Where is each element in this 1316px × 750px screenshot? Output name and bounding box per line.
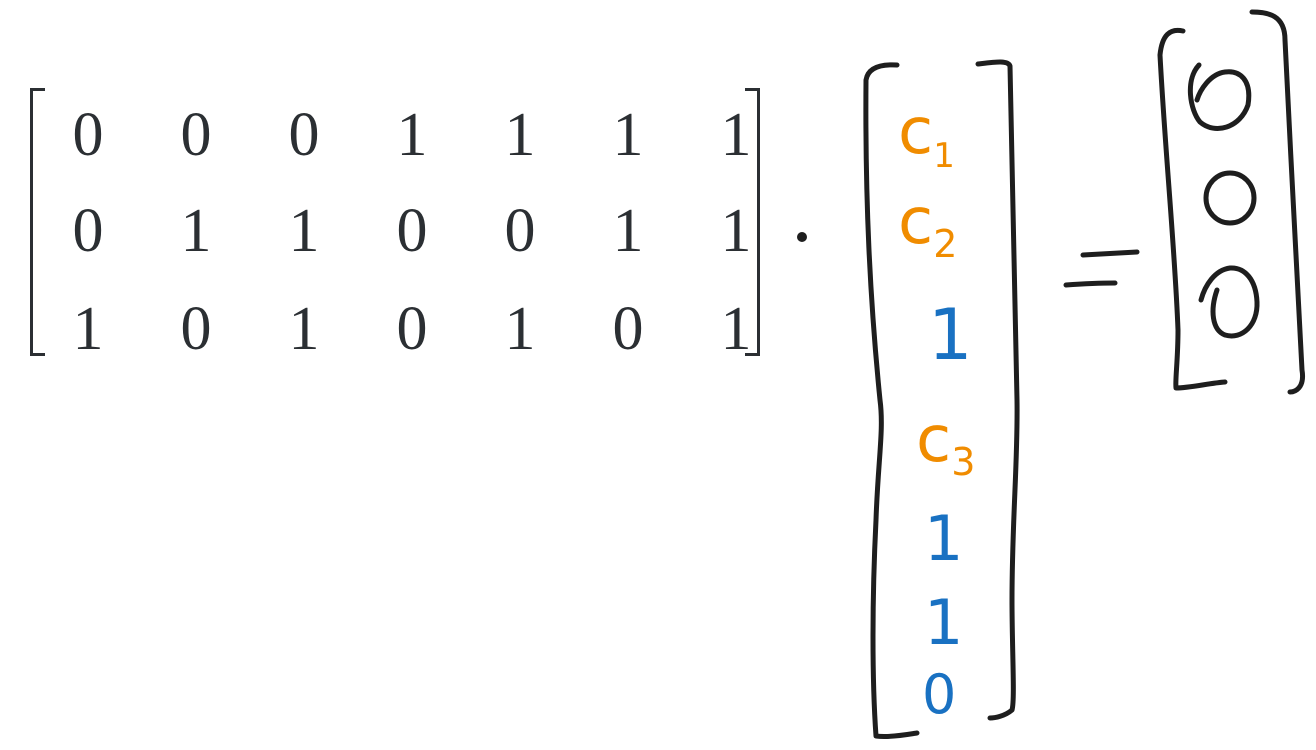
matrix-cell: 1 [72, 295, 104, 363]
matrix-cell: 1 [720, 101, 752, 169]
vector-entry-c1: c1 [898, 95, 955, 176]
matrix-left-bracket [30, 88, 45, 356]
matrix-cell: 0 [612, 295, 644, 363]
matrix-cell: 0 [396, 197, 428, 265]
matrix-cell: 1 [504, 295, 536, 363]
vector-right-bracket [975, 59, 1020, 721]
vector-left-bracket [863, 62, 920, 740]
vector-entry-1: 1 [928, 294, 973, 376]
matrix-cell: 1 [396, 101, 428, 169]
matrix-cell: 0 [288, 101, 320, 169]
matrix-cell: 1 [288, 197, 320, 265]
result-zero-1 [1187, 62, 1252, 131]
result-zero-3 [1198, 265, 1260, 339]
vector-entry-1: 1 [924, 502, 964, 575]
equals-sign-top [1080, 249, 1140, 258]
matrix-cell: 1 [612, 101, 644, 169]
result-right-bracket [1249, 9, 1306, 395]
matrix-cell: 0 [72, 101, 104, 169]
vector-entry-0: 0 [922, 663, 957, 726]
matrix-cell: 1 [720, 295, 752, 363]
matrix-cell: 1 [720, 197, 752, 265]
vector-entry-1: 1 [924, 586, 964, 659]
matrix-cell: 0 [180, 295, 212, 363]
matrix-cell: 0 [72, 197, 104, 265]
matrix-cell: 1 [180, 197, 212, 265]
matrix-cell: 1 [288, 295, 320, 363]
matrix-right-bracket [745, 88, 760, 356]
vector-entry-c2: c2 [898, 185, 958, 266]
result-zero-2 [1203, 170, 1257, 226]
matrix-cell: 1 [612, 197, 644, 265]
matrix-cell: 0 [180, 101, 212, 169]
matrix-cell: 0 [396, 295, 428, 363]
matrix-cell: 1 [504, 101, 536, 169]
vector-entry-c3: c3 [916, 403, 976, 484]
equals-sign-bottom [1063, 280, 1118, 288]
parity-check-matrix: 0 0 0 1 1 1 1 0 1 1 0 0 1 1 1 0 1 0 1 0 … [30, 88, 760, 360]
result-left-bracket [1157, 27, 1228, 391]
matrix-cell: 0 [504, 197, 536, 265]
multiply-dot [797, 232, 807, 242]
